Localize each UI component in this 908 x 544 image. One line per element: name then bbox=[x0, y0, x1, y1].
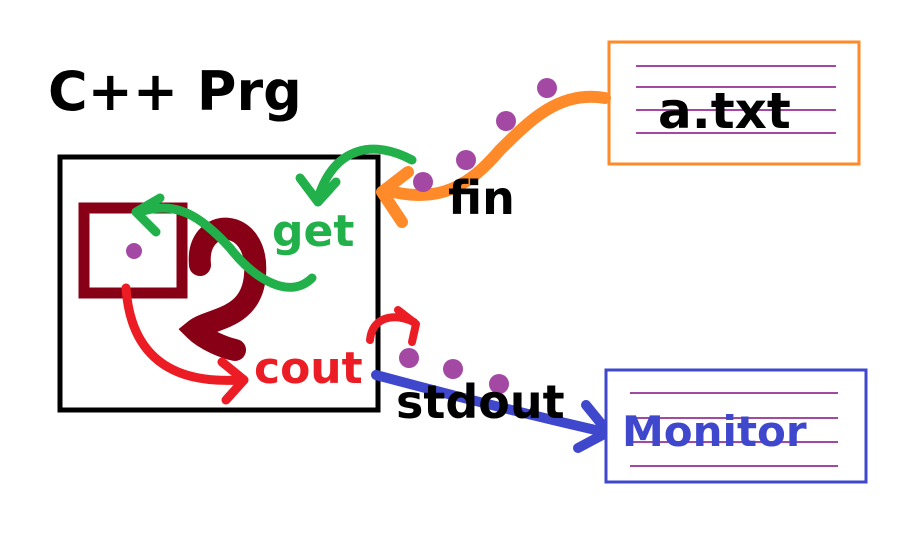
input-char-dot bbox=[456, 150, 476, 170]
output-exit-arrowhead bbox=[394, 306, 420, 346]
input-flow-arrowhead bbox=[376, 166, 414, 228]
output-device-box bbox=[604, 368, 868, 484]
input-file-box bbox=[607, 40, 861, 166]
output-stream-label: cout bbox=[254, 343, 363, 394]
output-flow-arrow bbox=[121, 283, 245, 385]
input-char-dot bbox=[537, 78, 557, 98]
output-device-label: Monitor bbox=[622, 407, 807, 456]
buffer-char-dot bbox=[126, 243, 142, 259]
get-flow-arrow-bottom bbox=[135, 203, 317, 292]
get-flow-arrowhead-bottom bbox=[131, 193, 165, 237]
input-flow-arrow bbox=[379, 90, 611, 201]
input-char-dot bbox=[413, 172, 433, 192]
output-device-node: Monitor bbox=[604, 368, 868, 484]
stdout-flow-arrow bbox=[371, 370, 609, 437]
get-flow-arrow-top bbox=[313, 144, 417, 203]
input-stream-label: fin bbox=[448, 171, 515, 225]
input-file-node: a.txt bbox=[607, 40, 861, 166]
buffer-box bbox=[78, 202, 188, 299]
output-char-dot bbox=[399, 348, 419, 368]
program-box bbox=[57, 154, 381, 413]
output-flow-arrowhead bbox=[217, 357, 249, 405]
std-stream-label: stdout bbox=[396, 375, 565, 429]
diagram-title: C++ Prg bbox=[48, 60, 302, 123]
get-label: get bbox=[272, 206, 354, 257]
output-char-dot bbox=[443, 359, 463, 379]
output-char-dot bbox=[489, 374, 509, 394]
get-flow-arrowhead-top bbox=[295, 173, 341, 207]
input-file-label: a.txt bbox=[658, 82, 791, 140]
input-char-dot bbox=[496, 111, 516, 131]
